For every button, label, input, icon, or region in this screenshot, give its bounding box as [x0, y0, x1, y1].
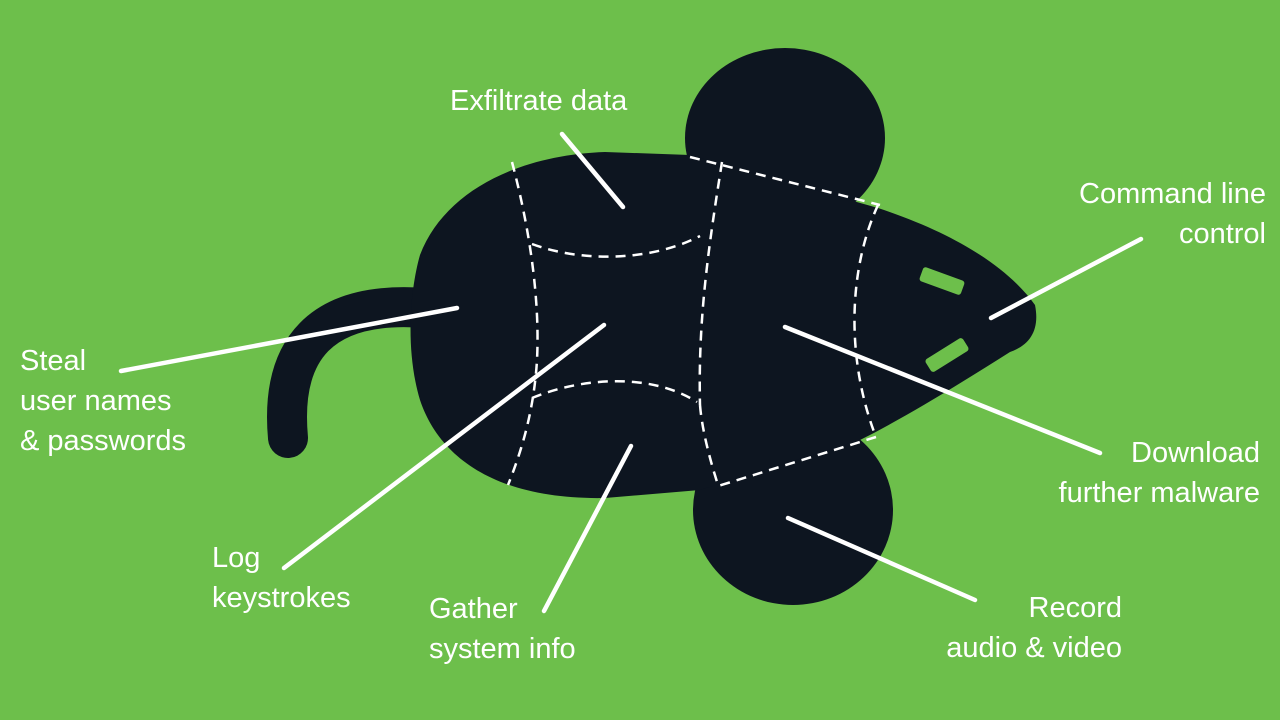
seam-middle-upper	[698, 161, 724, 406]
rat-tail	[267, 287, 445, 458]
seam-bottom-arc	[531, 380, 698, 404]
pointer-download	[782, 324, 1103, 456]
pointer-gather	[541, 443, 634, 614]
pointer-steal	[118, 305, 460, 374]
pointer-lines	[118, 131, 1144, 614]
label-log-keystrokes: Log keystrokes	[212, 542, 351, 614]
pointer-command	[988, 236, 1144, 321]
label-record-audio-video: Record audio & video	[946, 592, 1122, 664]
pointer-exfiltrate	[559, 131, 626, 210]
label-command-line-control: Command line control	[1079, 178, 1266, 250]
rat-silhouette	[267, 48, 1037, 605]
rat-eye-bottom	[925, 338, 969, 372]
dashed-seams	[506, 155, 881, 489]
label-download-malware: Download further malware	[1058, 437, 1260, 509]
rat-eye-top	[919, 267, 965, 295]
label-gather-system-info: Gather system info	[429, 593, 576, 665]
rat-body	[410, 152, 1037, 499]
pointer-log	[281, 322, 607, 571]
pointer-record	[785, 515, 978, 603]
label-exfiltrate-data: Exfiltrate data	[450, 85, 628, 117]
seam-right	[853, 204, 880, 438]
seam-bottom-edge	[714, 435, 877, 489]
seam-left	[506, 161, 539, 486]
label-steal-credentials: Steal user names & passwords	[20, 345, 187, 457]
seam-middle-lower	[698, 404, 720, 486]
seam-top-arc	[531, 234, 701, 258]
